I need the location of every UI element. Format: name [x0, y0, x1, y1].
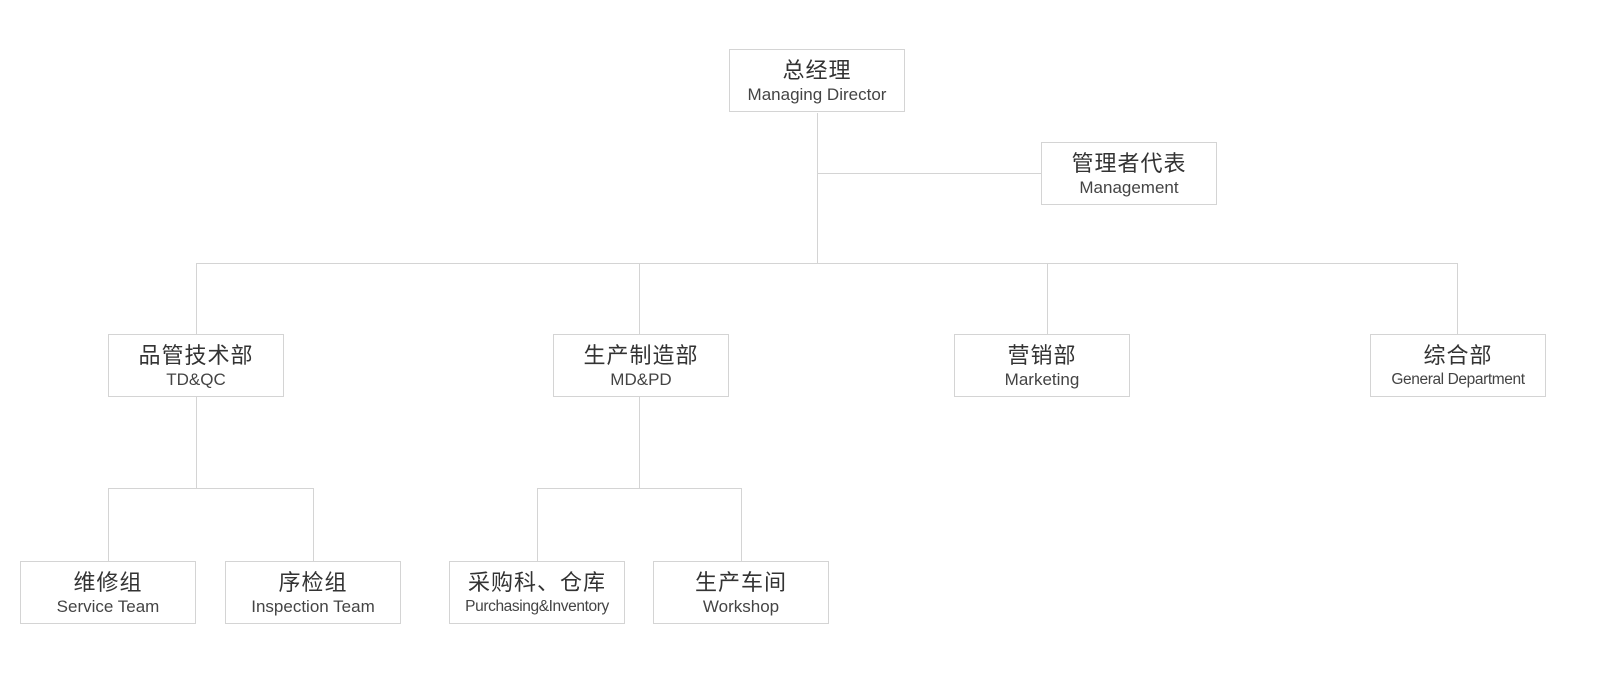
node-dept-mdpd: 生产制造部 MD&PD: [553, 334, 729, 397]
node-title-zh: 品管技术部: [138, 344, 254, 369]
connector-team-purchasing: [537, 488, 538, 562]
node-title-zh: 采购科、仓库: [467, 571, 606, 596]
node-title-zh: 总经理: [782, 59, 852, 84]
node-title-en: MD&PD: [610, 370, 672, 389]
node-dept-marketing: 营销部 Marketing: [954, 334, 1130, 397]
node-dept-tdqc: 品管技术部 TD&QC: [108, 334, 284, 397]
node-team-inspection: 序检组 Inspection Team: [225, 561, 401, 624]
connector-team-workshop: [741, 488, 742, 562]
node-title-zh: 生产车间: [694, 571, 787, 596]
node-title-zh: 综合部: [1423, 344, 1493, 369]
connector-dept-tdqc: [196, 263, 197, 335]
node-title-en: Purchasing&Inventory: [465, 598, 609, 615]
connector-tdqc-trunk: [196, 397, 197, 489]
node-title-zh: 管理者代表: [1071, 152, 1187, 177]
connector-mdpd-trunk: [639, 397, 640, 489]
connector-root-trunk: [817, 113, 818, 264]
connector-team-inspection: [313, 488, 314, 562]
connector-team-service: [108, 488, 109, 562]
node-team-workshop: 生产车间 Workshop: [653, 561, 829, 624]
node-team-service: 维修组 Service Team: [20, 561, 196, 624]
node-title-en: General Department: [1391, 371, 1525, 388]
node-team-purchasing-inventory: 采购科、仓库 Purchasing&Inventory: [449, 561, 625, 624]
node-title-zh: 生产制造部: [583, 344, 699, 369]
node-management-representative: 管理者代表 Management: [1041, 142, 1217, 205]
node-title-en: Service Team: [56, 597, 160, 616]
node-title-en: TD&QC: [166, 370, 226, 389]
connector-dept-marketing: [1047, 263, 1048, 335]
connector-tdqc-bus: [108, 488, 314, 489]
connector-departments-bus: [196, 263, 1458, 264]
node-title-zh: 维修组: [73, 571, 143, 596]
node-title-zh: 序检组: [278, 571, 348, 596]
node-title-en: Workshop: [702, 597, 780, 616]
connector-mdpd-bus: [537, 488, 742, 489]
node-title-zh: 营销部: [1007, 344, 1077, 369]
node-managing-director: 总经理 Managing Director: [729, 49, 905, 112]
node-title-en: Marketing: [1004, 370, 1080, 389]
connector-dept-mdpd: [639, 263, 640, 335]
node-dept-general: 综合部 General Department: [1370, 334, 1546, 397]
node-title-en: Inspection Team: [251, 597, 375, 616]
node-title-en: Managing Director: [747, 85, 887, 104]
node-title-en: Management: [1079, 178, 1179, 197]
connector-representative: [817, 173, 1042, 174]
connector-dept-general: [1457, 263, 1458, 335]
